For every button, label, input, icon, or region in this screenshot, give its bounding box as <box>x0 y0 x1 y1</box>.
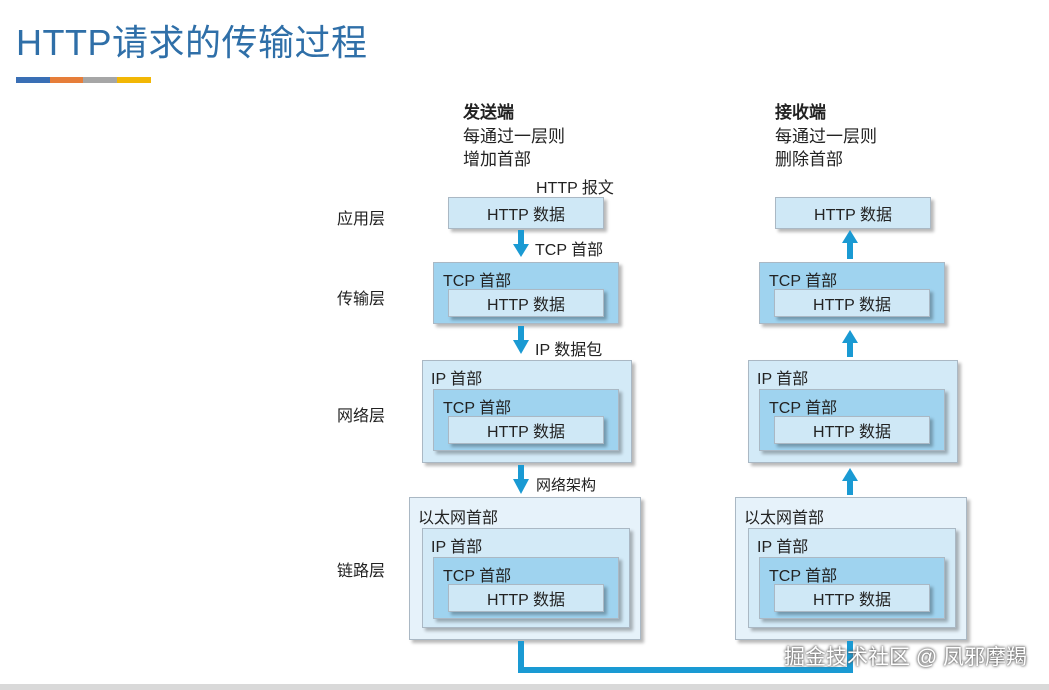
sender-note-line1: 每通过一层则 <box>463 127 565 146</box>
sender-transport-tcp-header: TCP 首部 <box>443 273 512 290</box>
sender-link-ip-packet: IP 首部 TCP 首部 HTTP 数据 <box>422 528 630 628</box>
watermark-text: 掘金技术社区 @ 凤邪摩羯 <box>784 646 1027 669</box>
sender-link-tcp-header: TCP 首部 <box>443 568 512 585</box>
receiver-transport-http-data: HTTP 数据 <box>774 289 930 317</box>
receiver-link-ip-packet: IP 首部 TCP 首部 HTTP 数据 <box>748 528 956 628</box>
receiver-link-frame: 以太网首部 IP 首部 TCP 首部 HTTP 数据 <box>735 497 967 640</box>
sender-network-ip-header: IP 首部 <box>431 371 483 388</box>
sender-network-tcp-header: TCP 首部 <box>443 400 512 417</box>
receiver-note-line2: 删除首部 <box>775 150 843 169</box>
sender-link-http-data: HTTP 数据 <box>448 584 604 612</box>
accent-segment-yellow <box>117 77 151 83</box>
receiver-transport-tcp-header: TCP 首部 <box>769 273 838 290</box>
sender-arrow-app-to-transport <box>513 230 529 257</box>
sender-heading: 发送端 <box>463 103 514 122</box>
sender-network-http-data: HTTP 数据 <box>448 416 604 444</box>
sender-link-tcp-segment: TCP 首部 HTTP 数据 <box>433 557 619 619</box>
sender-transport-http-data: HTTP 数据 <box>448 289 604 317</box>
arrow-label-tcp-header: TCP 首部 <box>535 242 604 259</box>
arrow-label-ip-packet: IP 数据包 <box>535 342 603 359</box>
layer-label-link: 链路层 <box>337 563 386 580</box>
accent-segment-orange <box>49 77 84 83</box>
sender-network-http-data-label: HTTP 数据 <box>487 424 565 441</box>
physical-link-connector <box>518 641 853 673</box>
sender-transport-segment: TCP 首部 HTTP 数据 <box>433 262 619 324</box>
sender-link-ethernet-header: 以太网首部 <box>418 510 499 527</box>
receiver-app-http-data-label: HTTP 数据 <box>814 207 892 224</box>
receiver-transport-http-data-label: HTTP 数据 <box>813 297 891 314</box>
receiver-link-ip-header: IP 首部 <box>757 539 809 556</box>
receiver-network-packet: IP 首部 TCP 首部 HTTP 数据 <box>748 360 958 463</box>
receiver-app-http-data: HTTP 数据 <box>775 197 931 229</box>
receiver-link-ethernet-header: 以太网首部 <box>744 510 825 527</box>
receiver-link-http-data-label: HTTP 数据 <box>813 592 891 609</box>
layer-label-network: 网络层 <box>337 408 386 425</box>
receiver-network-http-data-label: HTTP 数据 <box>813 424 891 441</box>
sender-link-ip-header: IP 首部 <box>431 539 483 556</box>
receiver-heading: 接收端 <box>775 103 826 122</box>
receiver-transport-segment: TCP 首部 HTTP 数据 <box>759 262 945 324</box>
receiver-arrow-network-to-transport <box>842 330 858 357</box>
layer-label-application: 应用层 <box>337 211 386 228</box>
receiver-network-tcp-header: TCP 首部 <box>769 400 838 417</box>
bottom-strip <box>0 684 1049 690</box>
sender-arrow-transport-to-network <box>513 326 529 354</box>
http-message-label: HTTP 报文 <box>536 180 614 197</box>
receiver-link-tcp-segment: TCP 首部 HTTP 数据 <box>759 557 945 619</box>
receiver-arrow-link-to-network <box>842 468 858 495</box>
layer-label-transport: 传输层 <box>337 291 386 308</box>
sender-link-frame: 以太网首部 IP 首部 TCP 首部 HTTP 数据 <box>409 497 641 640</box>
sender-network-tcp-segment: TCP 首部 HTTP 数据 <box>433 389 619 451</box>
sender-transport-http-data-label: HTTP 数据 <box>487 297 565 314</box>
sender-arrow-network-to-link <box>513 465 529 494</box>
accent-segment-blue <box>16 77 50 83</box>
receiver-note-line1: 每通过一层则 <box>775 127 877 146</box>
sender-network-packet: IP 首部 TCP 首部 HTTP 数据 <box>422 360 632 463</box>
sender-note-line2: 增加首部 <box>463 150 531 169</box>
page-title: HTTP请求的传输过程 <box>16 22 368 63</box>
receiver-network-ip-header: IP 首部 <box>757 371 809 388</box>
sender-app-http-data-label: HTTP 数据 <box>487 207 565 224</box>
receiver-network-http-data: HTTP 数据 <box>774 416 930 444</box>
title-accent-bar <box>16 77 151 83</box>
sender-link-http-data-label: HTTP 数据 <box>487 592 565 609</box>
receiver-link-tcp-header: TCP 首部 <box>769 568 838 585</box>
accent-segment-gray <box>83 77 118 83</box>
sender-app-http-data: HTTP 数据 <box>448 197 604 229</box>
arrow-label-network-architecture: 网络架构 <box>536 477 597 494</box>
receiver-link-http-data: HTTP 数据 <box>774 584 930 612</box>
receiver-network-tcp-segment: TCP 首部 HTTP 数据 <box>759 389 945 451</box>
receiver-arrow-transport-to-app <box>842 230 858 259</box>
